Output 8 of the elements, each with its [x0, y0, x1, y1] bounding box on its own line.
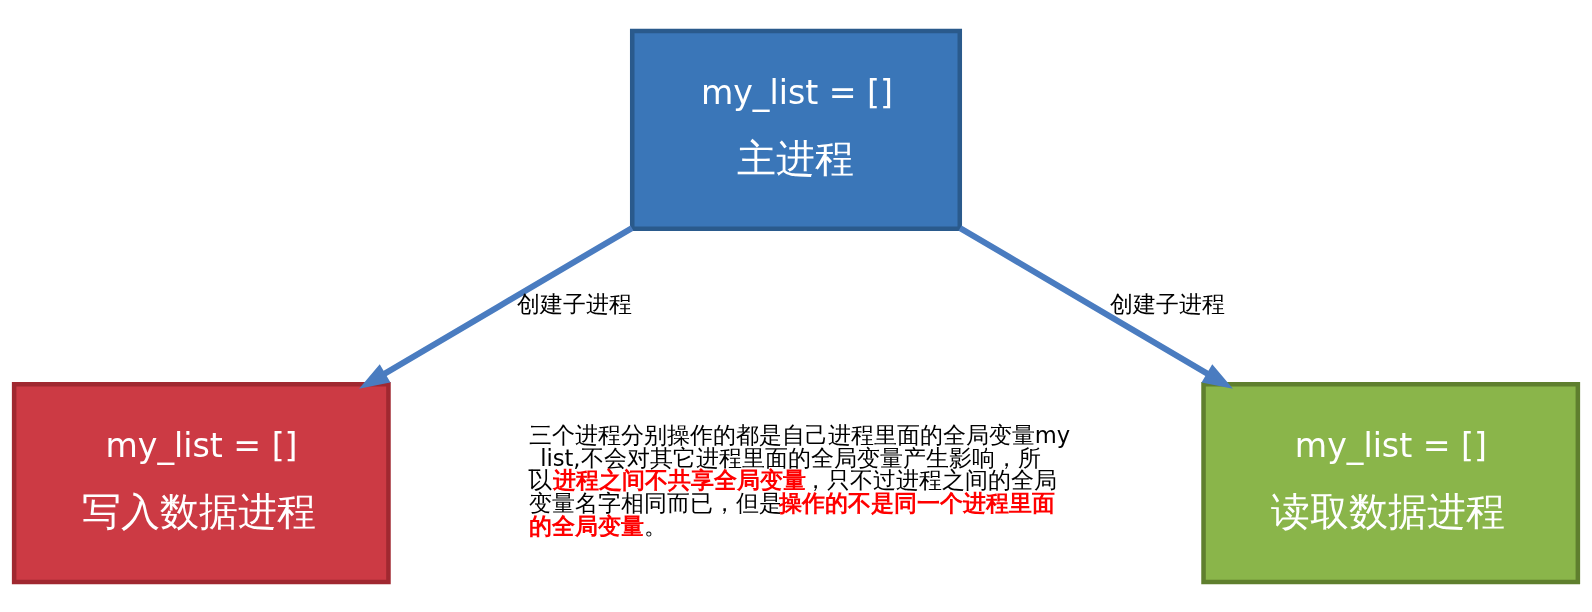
node-box: my_list = [] 写入数据进程: [11, 381, 391, 584]
node-box: my_list = [] 读取数据进程: [1201, 381, 1581, 584]
edge-label: 创建子进程: [516, 290, 632, 317]
arrow: [958, 224, 1233, 389]
label: 三个进程分别操作的都是自己进程里面的全局变量my_list,不会对其它进程里面的全局变量产生影响，所以进程之间不共享全局变量，只不过进程之间的全局变量名字相同而已，但是操作的不是同一个进程里面的全局变量。: [528, 421, 1071, 539]
arrow: [359, 224, 634, 389]
edge-label: 创建子进程: [1109, 290, 1225, 317]
node-box: my_list = [] 主进程: [629, 28, 963, 231]
